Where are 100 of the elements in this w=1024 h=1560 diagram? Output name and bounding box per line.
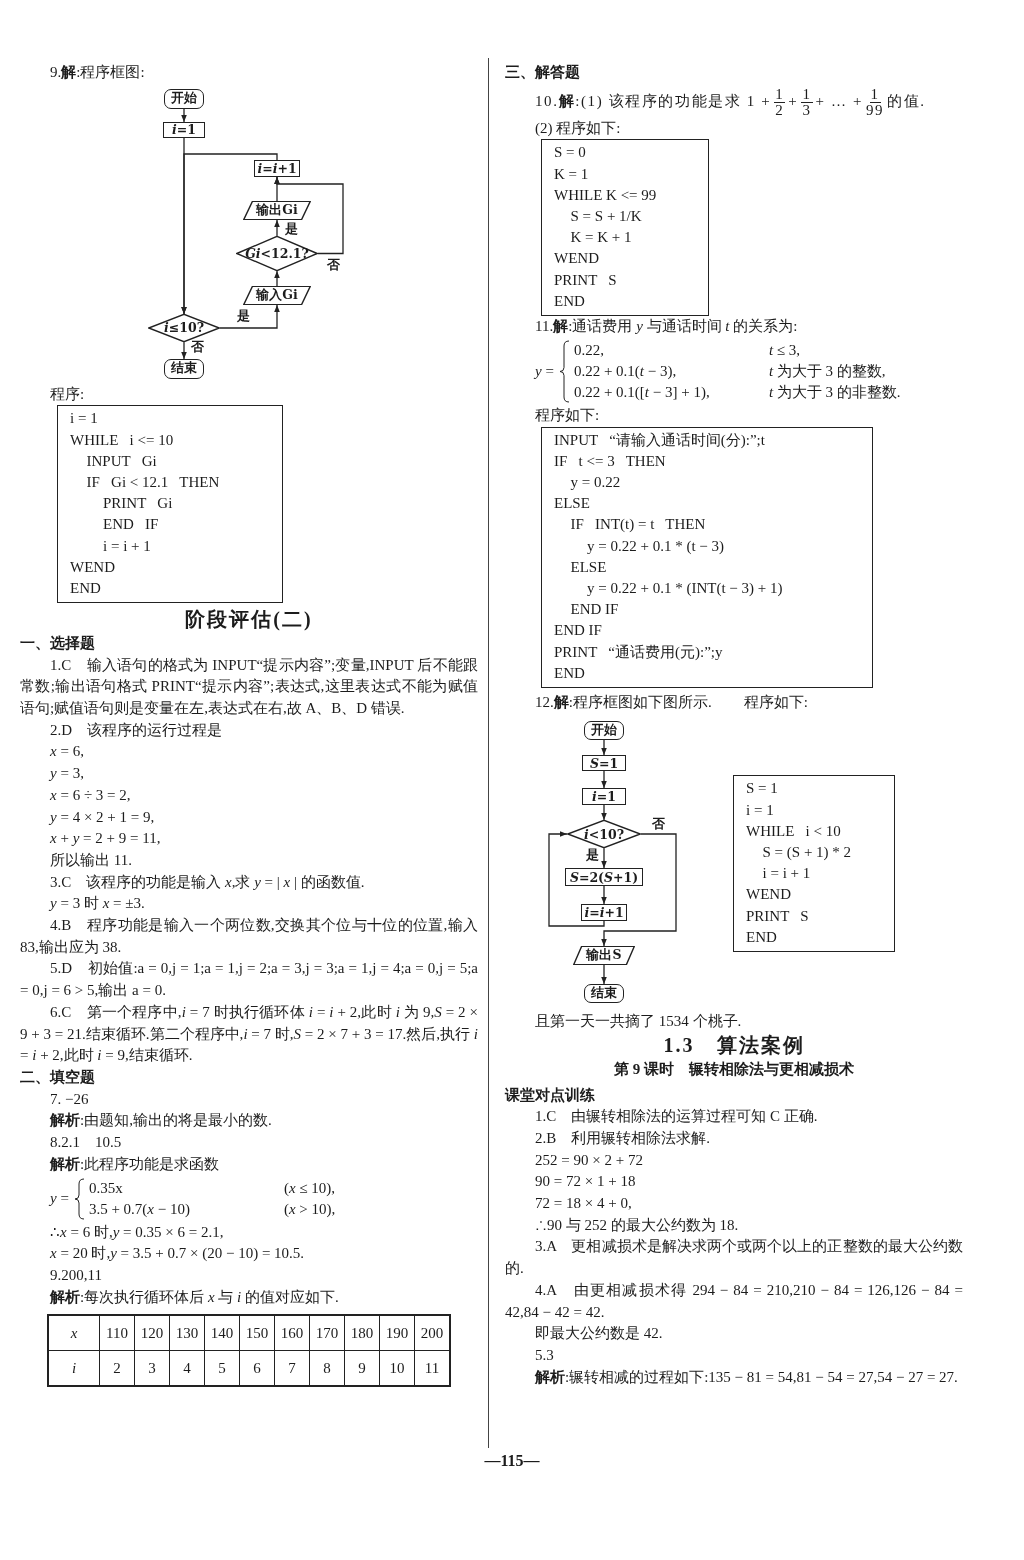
flow-arrow	[601, 847, 607, 870]
flow-arrow	[548, 831, 605, 928]
page-heading: 阶段评估(二)	[184, 609, 314, 631]
table-cell: 160	[274, 1315, 310, 1351]
io-parallelogram: 输出S	[573, 946, 635, 966]
fraction-numerator: 1	[869, 86, 881, 103]
edge-label: 否	[326, 257, 341, 272]
code-line: y = 0.22	[569, 472, 622, 492]
answer-text: ∴90 与 252 的最大公约数为 18.	[534, 1215, 740, 1235]
code-line: END	[746, 927, 778, 947]
code-box	[57, 405, 283, 604]
flow-arrow	[601, 739, 607, 757]
answer-text: x = 6 ÷ 3 = 2,	[49, 785, 132, 805]
answer-text: 5.3	[534, 1346, 555, 1365]
answer-text: 72 = 18 × 4 + 0,	[534, 1194, 633, 1214]
answer-text: 12.解:程序框图如下图所示.	[535, 692, 712, 712]
answer-text: y = 3 时 x = ±3.	[47, 894, 146, 914]
io-parallelogram: 输入Gi	[243, 285, 311, 305]
code-line: y = 0.22 + 0.1 * (t − 3)	[586, 536, 726, 556]
table-cell: 110	[99, 1315, 135, 1351]
fraction-denominator: 3	[802, 102, 812, 118]
answer-text: 3.A 更相减损术是解决求两个或两个以上的正整数的最大公约数的.	[505, 1237, 963, 1279]
flow-arrow	[601, 833, 677, 948]
page-heading: 1.3 算法案例	[662, 1035, 806, 1057]
section-heading: 课堂对点训练	[505, 1085, 596, 1105]
equation: (x > 10),	[283, 1199, 336, 1219]
table-cell: 140	[204, 1315, 240, 1351]
section-heading: 三、解答题	[505, 63, 581, 82]
answer-text: 7. −26	[49, 1089, 90, 1109]
code-box	[733, 775, 895, 953]
answer-text: 的值.	[887, 92, 926, 109]
answer-text: 1.C 由辗转相除法的运算过程可知 C 正确.	[534, 1107, 819, 1127]
code-line: END IF	[102, 515, 160, 535]
answer-text: 程序:	[49, 384, 86, 404]
answer-text: 4.B 程序功能是输入一个两位数,交换其个位与十位的位置,输入 83,输出应为 38.	[20, 916, 478, 957]
process-box: i=1	[582, 788, 626, 806]
code-line: END	[554, 291, 586, 311]
code-line: WEND	[554, 249, 600, 269]
process-box: i=i+1	[254, 159, 300, 177]
terminal-box: 开始	[584, 721, 624, 741]
equation: 0.22,	[573, 340, 605, 360]
answer-text: 3.C 该程序的功能是输入 x,求 y = | x | 的函数值.	[49, 872, 366, 892]
equation: 0.22 + 0.1([t − 3] + 1),	[573, 382, 711, 402]
answer-text: y = 4 × 2 + 1 = 9,	[47, 807, 156, 827]
answer-text: 2.D 该程序的运行过程是	[49, 720, 224, 740]
edge-label: 否	[190, 339, 205, 354]
answer-text: 解析:由题知,输出的将是最小的数.	[49, 1111, 273, 1131]
code-line: S = 1	[746, 779, 779, 799]
flow-arrow	[274, 219, 280, 237]
code-line: i = i + 1	[102, 536, 152, 556]
answer-text: 252 = 90 × 2 + 72	[534, 1150, 644, 1170]
equation: y =	[535, 362, 554, 380]
answer-text: +	[788, 92, 799, 109]
code-line: ELSE	[554, 494, 591, 514]
process-box: S=1	[582, 755, 626, 772]
code-line: K = K + 1	[569, 228, 633, 248]
equation: t 为大于 3 的非整数.	[768, 382, 901, 402]
equation: t ≤ 3,	[768, 340, 802, 360]
answer-text: 即最大公约数是 42.	[534, 1324, 664, 1344]
code-line: i = 1	[746, 800, 775, 820]
equation: 0.35x	[88, 1178, 124, 1198]
equation: t 为大于 3 的整数,	[768, 361, 887, 381]
terminal-box: 开始	[164, 88, 204, 109]
equation: (x ≤ 10),	[283, 1178, 336, 1198]
code-line: IF Gi < 12.1 THEN	[85, 473, 221, 492]
process-box: i=1	[163, 121, 205, 138]
code-line: IF t <= 3 THEN	[554, 451, 667, 471]
code-line: WEND	[70, 557, 116, 577]
code-box	[541, 426, 873, 688]
equation: 0.22 + 0.1(t − 3),	[573, 361, 678, 381]
flow-arrow	[601, 770, 607, 790]
edge-label: 否	[651, 817, 666, 832]
fraction-numerator: 1	[801, 86, 813, 103]
code-line: K = 1	[554, 164, 590, 184]
flow-arrow	[181, 341, 187, 360]
code-line: END IF	[569, 600, 620, 620]
answer-text: 解析:辗转相减的过程如下:135 − 81 = 54,81 − 54 = 27,54 − 27 = 27.	[534, 1367, 959, 1387]
code-line: S = S + 1/K	[569, 207, 643, 227]
flow-arrow	[274, 270, 280, 287]
code-line: INPUT “请输入通话时间(分):”;t	[554, 430, 766, 450]
code-line: PRINT S	[746, 906, 810, 926]
answer-text: 10.解:(1) 该程序的功能是求 1 +	[535, 92, 772, 109]
code-line: S = 0	[554, 143, 587, 163]
answer-text: (2) 程序如下:	[534, 118, 622, 138]
answer-text: x = 6,	[49, 742, 85, 762]
edge-label: 是	[585, 848, 600, 863]
code-line: WHILE i <= 10	[70, 430, 175, 450]
code-line: PRINT Gi	[102, 494, 174, 514]
code-line: PRINT S	[554, 270, 618, 290]
decision-diamond: Gi<12.1?	[236, 235, 318, 271]
process-box: S=2(S+1)	[565, 868, 643, 887]
answer-text: 2.B 利用辗转相除法求解.	[534, 1128, 711, 1148]
flow-arrow	[601, 885, 607, 906]
code-line: WEND	[746, 885, 792, 905]
table-cell: x	[48, 1315, 100, 1351]
answer-text: 4.A 由更相减损术得 294 − 84 = 210,210 − 84 = 126,126 − 84 = 42,84 − 42 = 42.	[505, 1280, 963, 1322]
code-line: i = 1	[70, 409, 99, 429]
edge-label: 是	[236, 308, 251, 323]
answer-text: 解析:此程序功能是求函数	[49, 1154, 221, 1174]
code-line: WHILE K <= 99	[554, 185, 658, 205]
